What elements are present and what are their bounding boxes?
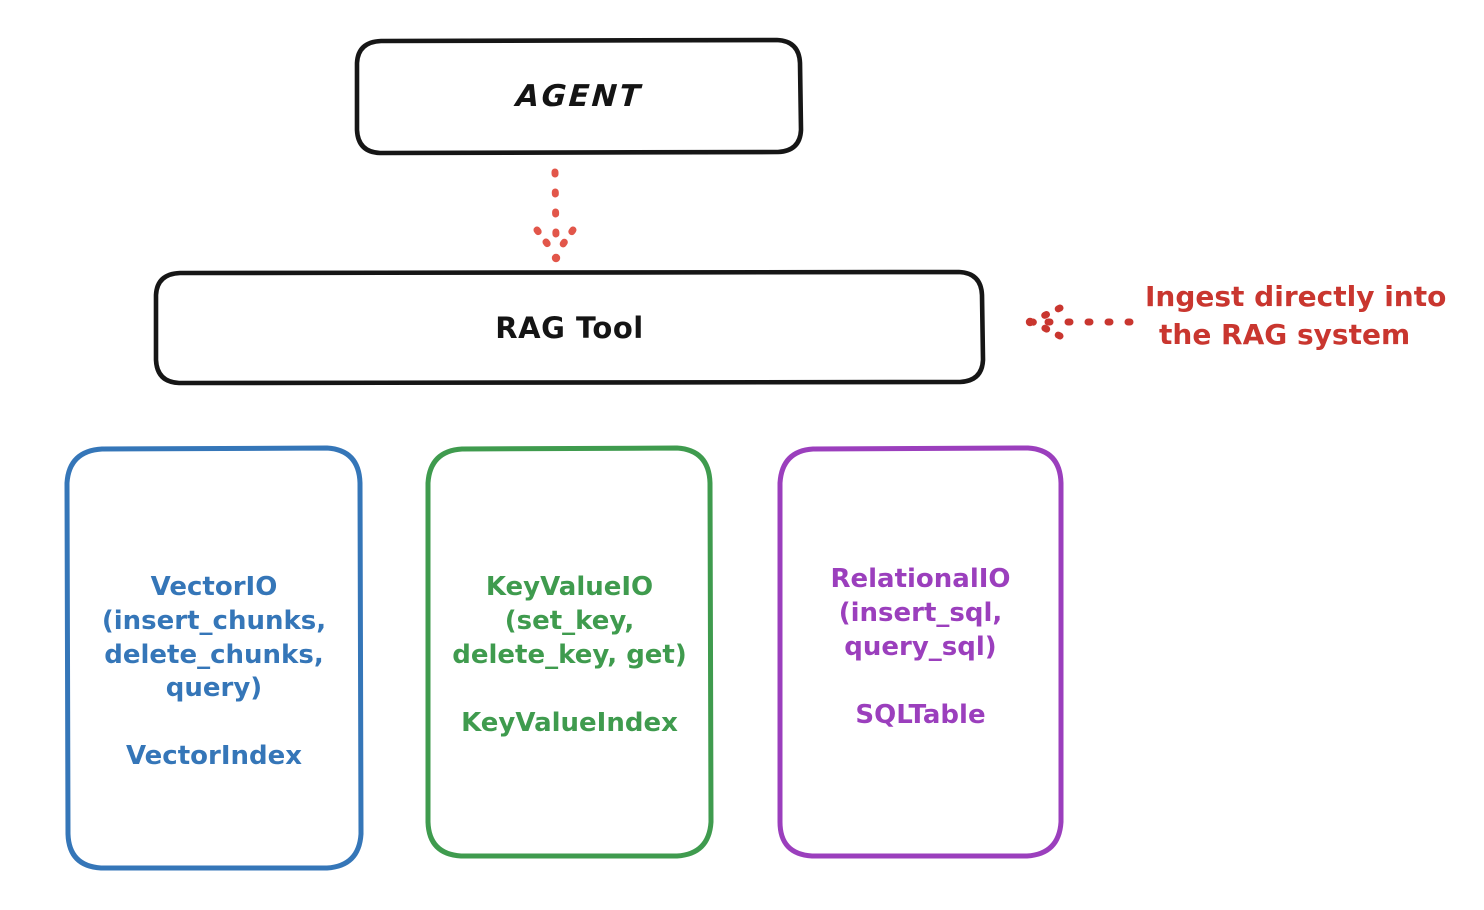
ingest-annotation-line-2: the RAG system — [1159, 317, 1411, 351]
agent-node[interactable]: AGENT — [357, 40, 801, 153]
keyvalueio-node[interactable]: KeyValueIO (set_key, delete_key, get) Ke… — [428, 448, 711, 856]
relationalio-api-label: RelationalIO (insert_sql, query_sql) — [830, 564, 1011, 662]
rag-tool-node[interactable]: RAG Tool — [156, 272, 983, 383]
ingest-annotation-line-1: Ingest directly into — [1145, 280, 1447, 313]
agent-box-outline — [354, 37, 804, 156]
ingest-annotation: Ingest directly into the RAG system — [1145, 278, 1475, 353]
keyvalueio-api-label: KeyValueIO (set_key, delete_key, get) — [452, 572, 687, 670]
agent-to-rag-connector-icon — [533, 168, 577, 263]
vectorio-box-outline — [64, 445, 364, 871]
rag-tool-label: RAG Tool — [495, 310, 644, 345]
relationalio-index-label: SQLTable — [855, 699, 986, 730]
keyvalueio-index-label: KeyValueIndex — [461, 707, 678, 738]
keyvalueio-box-outline — [425, 445, 714, 859]
relationalio-content: RelationalIO (insert_sql, query_sql) SQL… — [830, 563, 1010, 732]
vectorio-content: VectorIO (insert_chunks, delete_chunks, … — [102, 571, 326, 774]
keyvalueio-content: KeyValueIO (set_key, delete_key, get) Ke… — [452, 571, 687, 740]
vectorio-api-label: VectorIO (insert_chunks, delete_chunks, … — [101, 572, 327, 704]
relationalio-node[interactable]: RelationalIO (insert_sql, query_sql) SQL… — [780, 448, 1061, 856]
vectorio-index-label: VectorIndex — [125, 741, 303, 772]
agent-label: AGENT — [514, 79, 644, 114]
relationalio-box-outline — [777, 445, 1064, 859]
rag-tool-box-outline — [153, 269, 986, 386]
ingest-arrow-icon — [1025, 304, 1134, 340]
vectorio-node[interactable]: VectorIO (insert_chunks, delete_chunks, … — [67, 448, 361, 869]
